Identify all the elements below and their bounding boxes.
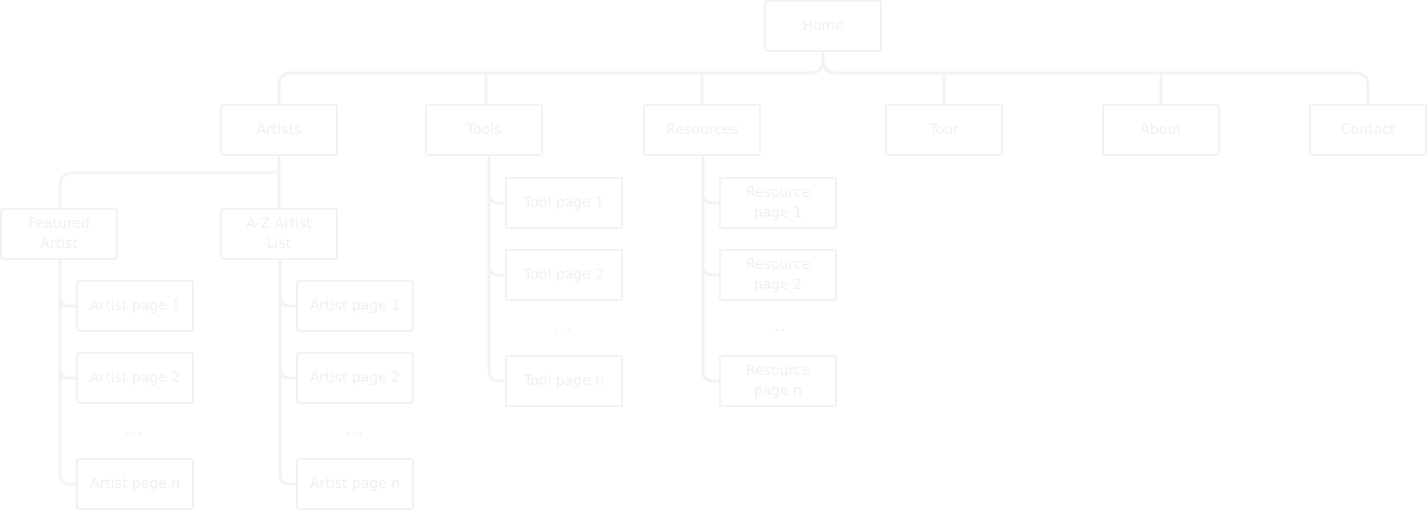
node-resource-page-2-line1: Resource: [746, 257, 810, 273]
node-featured-artist-line1: Featured: [28, 216, 90, 232]
node-az-artist-page-1-label: Artist page 1: [310, 298, 400, 314]
node-tool-page-2[interactable]: Tool page 2: [505, 249, 623, 301]
featured-artist-pages-ellipsis: ...: [125, 422, 144, 438]
node-tool-page-n-label: Tool page n: [523, 373, 604, 389]
node-tool-page-2-label: Tool page 2: [523, 267, 604, 283]
node-contact[interactable]: Contact: [1309, 104, 1427, 156]
node-resource-page-2-line2: page 2: [754, 277, 802, 293]
node-tour-label: Tour: [928, 122, 959, 138]
node-featured-artist-page-n[interactable]: Artist page n: [76, 458, 194, 510]
resources-connectors: [701, 153, 722, 383]
node-featured-artist-page-1[interactable]: Artist page 1: [76, 280, 194, 332]
node-home-label: Home: [802, 18, 843, 34]
node-resources-label: Resources: [666, 122, 738, 138]
node-artists[interactable]: Artists: [220, 104, 338, 156]
node-az-artist-page-2[interactable]: Artist page 2: [296, 352, 414, 404]
node-tools-label: Tools: [466, 122, 502, 138]
node-tour[interactable]: Tour: [885, 104, 1003, 156]
artists-connectors: [58, 153, 299, 486]
node-resource-page-2[interactable]: Resource page 2: [719, 249, 837, 301]
root-connectors: [277, 49, 1370, 107]
node-about-label: About: [1140, 122, 1182, 138]
resource-pages-ellipsis: ...: [768, 319, 787, 335]
node-featured-artist-page-1-label: Artist page 1: [90, 298, 180, 314]
node-az-artist-page-n[interactable]: Artist page n: [296, 458, 414, 510]
node-az-artist-list-line1: A-Z Artist: [246, 216, 312, 232]
node-featured-artist-page-2-label: Artist page 2: [90, 370, 180, 386]
node-tool-page-1-label: Tool page 1: [523, 195, 604, 211]
node-resource-page-n-line1: Resource: [746, 363, 810, 379]
node-az-artist-page-n-label: Artist page n: [310, 476, 400, 492]
node-featured-artist-line2: Artist: [40, 236, 78, 252]
tool-pages-ellipsis: ...: [554, 319, 573, 335]
node-tool-page-n[interactable]: Tool page n: [505, 355, 623, 407]
node-resource-page-n[interactable]: Resource page n: [719, 355, 837, 407]
node-featured-artist-page-2[interactable]: Artist page 2: [76, 352, 194, 404]
az-artist-pages-ellipsis: ...: [345, 422, 364, 438]
node-resource-page-n-line2: page n: [754, 383, 802, 399]
node-az-artist-page-1[interactable]: Artist page 1: [296, 280, 414, 332]
node-resources[interactable]: Resources: [643, 104, 761, 156]
node-about[interactable]: About: [1102, 104, 1220, 156]
node-tool-page-1[interactable]: Tool page 1: [505, 177, 623, 229]
tools-connectors: [487, 153, 508, 383]
node-tools[interactable]: Tools: [425, 104, 543, 156]
node-resource-page-1-line1: Resource: [746, 185, 810, 201]
node-artists-label: Artists: [257, 122, 302, 138]
node-featured-artist[interactable]: Featured Artist: [0, 208, 118, 260]
node-contact-label: Contact: [1341, 122, 1396, 138]
node-az-artist-list-line2: List: [267, 236, 292, 252]
node-az-artist-page-2-label: Artist page 2: [310, 370, 400, 386]
node-home[interactable]: Home: [764, 0, 882, 52]
node-resource-page-1[interactable]: Resource page 1: [719, 177, 837, 229]
node-featured-artist-page-n-label: Artist page n: [90, 476, 180, 492]
node-resource-page-1-line2: page 1: [754, 205, 802, 221]
node-az-artist-list[interactable]: A-Z Artist List: [220, 208, 338, 260]
